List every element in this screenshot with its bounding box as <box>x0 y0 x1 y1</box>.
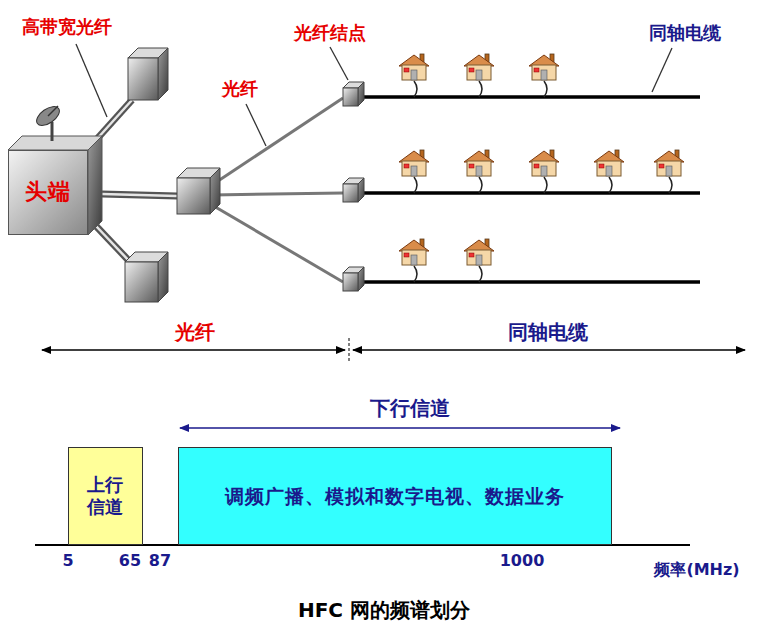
drop-wire <box>544 177 547 193</box>
distribution-cube <box>128 48 168 100</box>
fiber-node <box>343 82 364 106</box>
leader-line <box>246 104 266 146</box>
drop-wire <box>544 81 547 97</box>
house-icon <box>594 150 624 176</box>
span-label: 光纤 <box>173 320 217 344</box>
span-label: 同轴电缆 <box>506 320 590 344</box>
drop-wire <box>479 266 482 282</box>
drop-wires <box>414 81 672 282</box>
cube-side <box>358 178 364 202</box>
fiber-label: 高带宽光纤 <box>20 16 114 38</box>
leader-lines <box>76 44 672 146</box>
fiber-node <box>343 178 364 202</box>
node-text: 上行信道 <box>87 474 125 517</box>
house-icon <box>399 239 429 265</box>
satellite-dish <box>33 103 62 129</box>
axis-tick-label: 1000 <box>498 551 547 570</box>
house-icon <box>464 239 494 265</box>
hb-fiber-core <box>102 194 177 196</box>
drop-wire <box>669 177 672 193</box>
upstream-channel-box: 上行信道 <box>68 447 143 545</box>
span-arrow <box>353 349 745 350</box>
cube-side <box>358 82 364 106</box>
drop-wire <box>609 177 612 193</box>
head-end-box: 头端 <box>8 150 88 235</box>
house-icon <box>654 150 684 176</box>
hb-fiber-line <box>96 226 132 264</box>
cube-side <box>158 252 168 302</box>
fiber-line <box>212 98 343 185</box>
dish-stand <box>51 122 54 141</box>
axis-tick-label: 5 <box>60 551 75 570</box>
fiber <box>212 98 343 282</box>
cube-front <box>343 184 358 202</box>
coax-cable <box>360 97 700 282</box>
drop-wire <box>414 266 417 282</box>
leader-line <box>76 44 107 117</box>
house-icon <box>399 54 429 80</box>
drop-wire <box>479 177 482 193</box>
channel-label: 下行信道 <box>368 396 452 420</box>
cube-side <box>210 168 220 214</box>
cube-top <box>8 136 102 150</box>
drop-wire <box>414 177 417 193</box>
house-icon <box>464 54 494 80</box>
drop-wire <box>414 81 417 97</box>
cube-front <box>343 88 358 106</box>
house-icon <box>529 150 559 176</box>
fiber-label: 光纤 <box>220 78 260 100</box>
dish-feed <box>48 106 58 116</box>
drop-wire <box>479 81 482 97</box>
hb-fiber-core <box>96 226 132 264</box>
cube-side <box>158 48 168 100</box>
cube-side <box>88 136 102 235</box>
span-arrow <box>42 349 345 350</box>
coax-line <box>360 280 700 284</box>
hb-fiber <box>96 100 177 264</box>
distribution-cube <box>125 252 168 302</box>
cube-front <box>343 273 358 291</box>
cube-front <box>125 262 158 302</box>
cube-side <box>358 267 364 291</box>
house-icon <box>464 150 494 176</box>
fiber-line <box>212 193 343 195</box>
cube-front <box>177 178 210 214</box>
hb-fiber-core <box>96 100 132 140</box>
leader-line <box>330 47 348 80</box>
axis-tick-label: 87 <box>147 551 173 570</box>
coax-line <box>360 95 700 99</box>
house-icon <box>399 150 429 176</box>
hb-fiber-line <box>102 194 177 196</box>
coax-line <box>360 191 700 195</box>
axis-tick-label: 65 <box>117 551 143 570</box>
fiber-line <box>212 205 343 282</box>
leader-line <box>652 48 672 92</box>
house-icon <box>529 54 559 80</box>
fiber-node-label: 光纤结点 <box>292 22 368 44</box>
axis-title: 频率(MHz) <box>652 560 741 579</box>
node-text: 调频广播、模拟和数字电视、数据业务 <box>225 485 565 508</box>
coax-label: 同轴电缆 <box>647 22 723 44</box>
span-divider <box>349 338 350 362</box>
downstream-channel-box: 调频广播、模拟和数字电视、数据业务 <box>178 447 612 545</box>
cube-front <box>128 58 158 100</box>
fiber-node <box>343 267 364 291</box>
node-text: 头端 <box>25 179 71 205</box>
hb-fiber-line <box>96 100 132 140</box>
channel-arrow <box>180 427 620 428</box>
figure-caption: HFC 网的频谱划分 <box>296 598 472 622</box>
distribution-cube <box>177 168 220 214</box>
